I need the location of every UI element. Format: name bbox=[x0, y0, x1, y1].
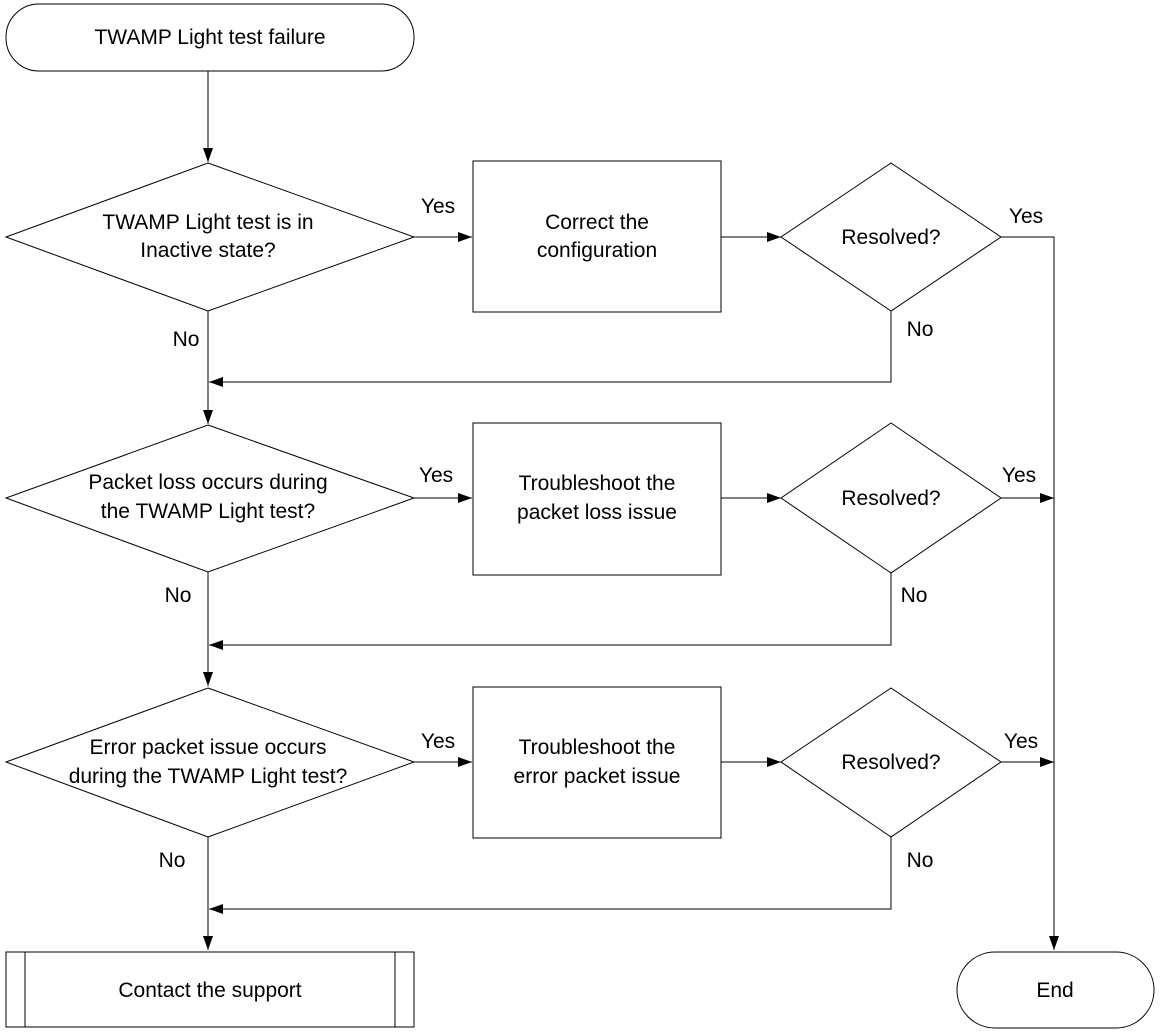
decision-1-line1: TWAMP Light test is in bbox=[102, 211, 313, 234]
decision-2-line1: Packet loss occurs during bbox=[88, 471, 327, 494]
decision-2-line2: the TWAMP Light test? bbox=[101, 500, 315, 523]
decision-1-no-label: No bbox=[173, 328, 200, 351]
action-2-line2: packet loss issue bbox=[517, 501, 677, 524]
action-correct-configuration bbox=[472, 160, 722, 313]
connector-resolved3-no bbox=[209, 837, 892, 914]
decision-2-yes-label: Yes bbox=[419, 464, 453, 487]
action-3-line2: error packet issue bbox=[514, 765, 681, 788]
action-1-line2: configuration bbox=[537, 239, 657, 262]
decision-3-yes-label: Yes bbox=[421, 730, 455, 753]
start-terminator bbox=[5, 3, 415, 72]
action-3-line1: Troubleshoot the bbox=[519, 736, 676, 759]
action-troubleshoot-error-packet bbox=[472, 686, 722, 839]
resolved-1-label: Resolved? bbox=[841, 226, 940, 249]
support-label: Contact the support bbox=[118, 979, 301, 1002]
action-troubleshoot-packet-loss bbox=[472, 422, 722, 576]
resolved-2-no-label: No bbox=[901, 584, 928, 607]
decision-3-no-label: No bbox=[159, 849, 186, 872]
resolved-3-label: Resolved? bbox=[841, 751, 940, 774]
connector-resolved1-no bbox=[209, 311, 892, 387]
resolved-2-yes-label: Yes bbox=[1002, 464, 1036, 487]
decision-3-line1: Error packet issue occurs bbox=[90, 736, 327, 759]
resolved-1-yes-label: Yes bbox=[1009, 205, 1043, 228]
decision-2-no-label: No bbox=[165, 584, 192, 607]
decision-1-yes-label: Yes bbox=[421, 195, 455, 218]
resolved-2-label: Resolved? bbox=[841, 487, 940, 510]
action-1-line1: Correct the bbox=[545, 211, 649, 234]
support-process bbox=[5, 951, 415, 1028]
decision-inactive-state bbox=[4, 162, 416, 312]
decision-error-packet bbox=[4, 687, 416, 838]
start-label: TWAMP Light test failure bbox=[94, 26, 325, 49]
decision-3-line2: during the TWAMP Light test? bbox=[69, 765, 348, 788]
decision-packet-loss bbox=[4, 424, 416, 573]
end-terminator bbox=[956, 951, 1155, 1029]
decision-1-line2: Inactive state? bbox=[140, 239, 275, 262]
resolved-1-no-label: No bbox=[907, 318, 934, 341]
action-2-line1: Troubleshoot the bbox=[519, 472, 676, 495]
resolved-3-yes-label: Yes bbox=[1004, 730, 1038, 753]
resolved-3-no-label: No bbox=[907, 849, 934, 872]
connector-resolved2-no bbox=[209, 573, 892, 650]
end-label: End bbox=[1036, 979, 1073, 1002]
connector-yes-to-end bbox=[1001, 236, 1059, 950]
